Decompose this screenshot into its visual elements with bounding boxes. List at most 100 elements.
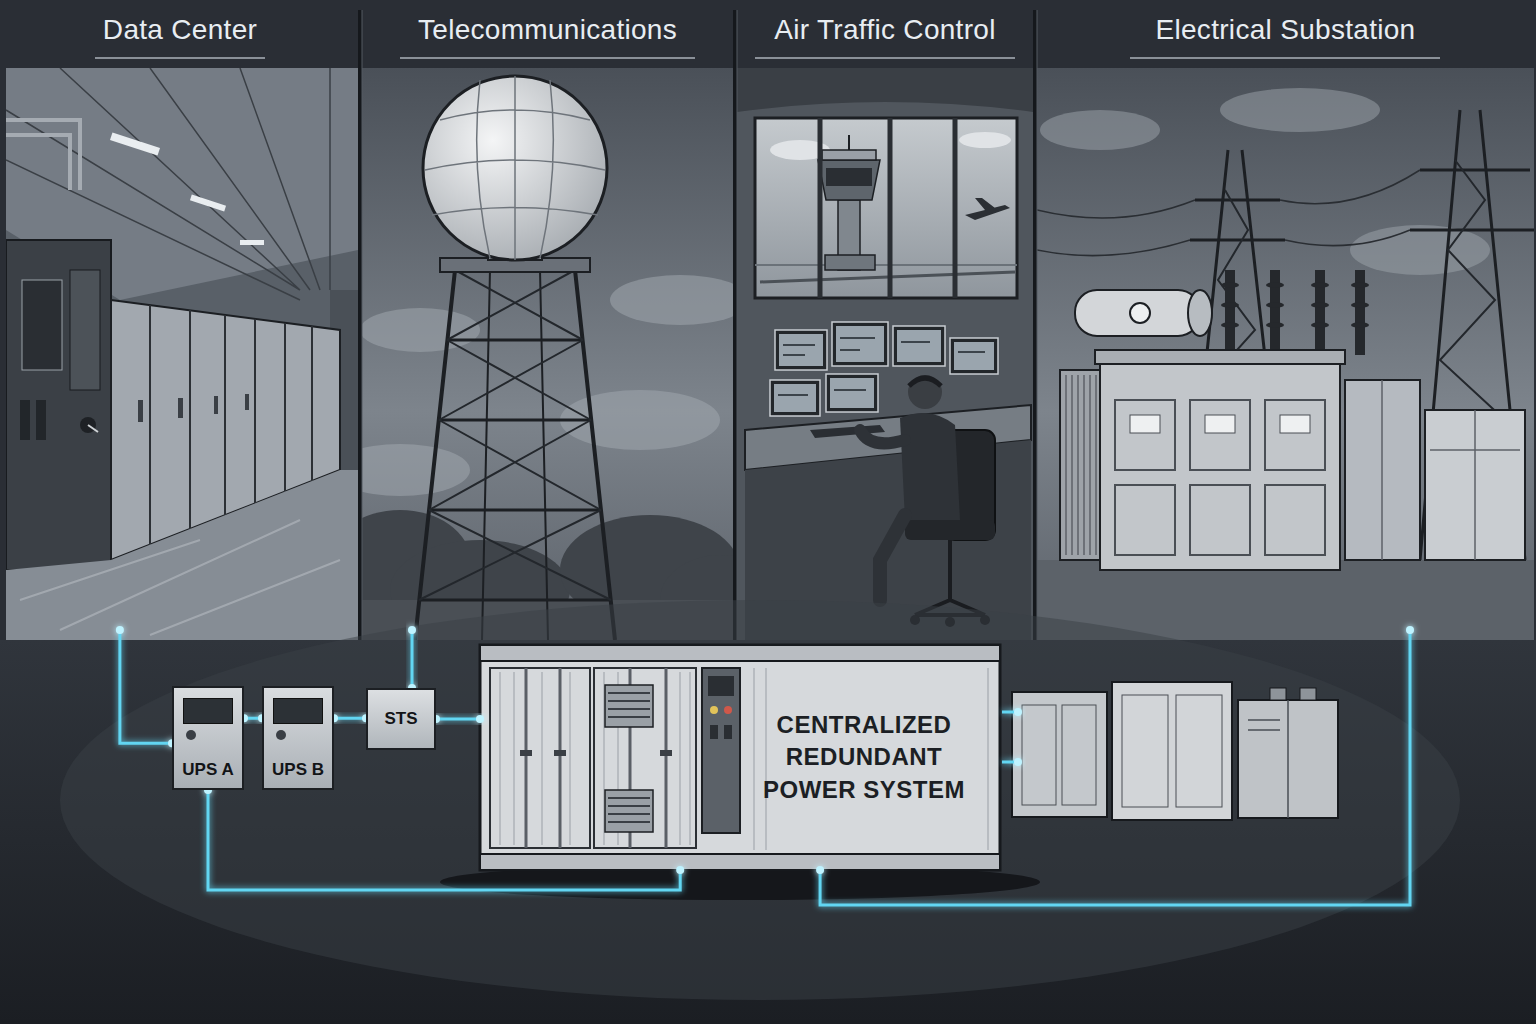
sketch-path <box>1066 375 1096 555</box>
panel-heading: Air Traffic Control <box>774 14 995 46</box>
sketch-rect <box>138 400 143 422</box>
wire-end-dot <box>816 866 824 874</box>
sketch-ellipse <box>1040 110 1160 150</box>
sketch-ellipse <box>1266 302 1284 308</box>
sketch-polygon <box>6 470 358 640</box>
sketch-rect <box>214 396 218 414</box>
sketch-path <box>425 76 605 260</box>
sketch-circle <box>908 375 942 409</box>
sketch-path <box>965 198 1010 220</box>
wire-end-dot <box>116 626 124 634</box>
sketch-rect <box>1190 485 1250 555</box>
sketch-rect <box>1037 68 1534 640</box>
sketch-rect <box>1190 400 1250 470</box>
sketch-g <box>1040 88 1490 275</box>
sketch-rect <box>708 676 734 696</box>
sketch-rect <box>954 342 994 370</box>
sketch-circle <box>1014 758 1022 766</box>
sketch-rect <box>1095 350 1345 364</box>
sketch-rect <box>836 326 884 362</box>
sketch-rect <box>826 168 872 186</box>
sketch-circle <box>1014 708 1022 716</box>
sketch-rect <box>110 132 160 155</box>
sketch-rect <box>178 398 183 418</box>
sketch-rect <box>605 685 653 727</box>
sketch-ellipse <box>362 308 480 352</box>
sketch-ellipse <box>1351 282 1369 288</box>
sketch-path <box>860 430 905 443</box>
sketch-ellipse <box>1351 322 1369 328</box>
sketch-rect <box>774 384 816 412</box>
sketch-path <box>20 520 340 635</box>
sketch-rect <box>755 118 1017 298</box>
sketch-ellipse <box>610 275 733 325</box>
sketch-ellipse <box>1311 282 1329 288</box>
sketch-g <box>770 322 998 416</box>
sketch-rect <box>660 750 672 756</box>
sketch-rect <box>710 725 718 739</box>
sketch-path <box>608 693 650 822</box>
sketch-rect <box>1122 695 1168 807</box>
ups-knob <box>276 730 286 740</box>
sketch-path <box>900 413 960 520</box>
sketch-ellipse <box>1351 302 1369 308</box>
sketch-rect <box>1115 485 1175 555</box>
sketch-rect <box>520 750 532 756</box>
sketch-rect <box>832 322 888 366</box>
ups-cabinet: UPS B <box>262 686 334 790</box>
sketch-polygon <box>818 160 880 200</box>
sketch-g <box>110 132 264 245</box>
sketch-rect <box>826 374 878 412</box>
sketch-ellipse <box>1221 302 1239 308</box>
sketch-rect <box>1265 485 1325 555</box>
transfer-switch: STS <box>366 688 436 750</box>
sketch-ellipse <box>1311 322 1329 328</box>
sketch-path <box>360 10 1035 640</box>
atc-scene <box>737 68 1033 640</box>
sketch-ellipse <box>1311 302 1329 308</box>
sketch-path <box>500 668 988 850</box>
sketch-rect <box>822 150 876 160</box>
sketch-ellipse <box>1350 225 1490 275</box>
scene-panel: Data Center <box>0 0 360 630</box>
sketch-rect <box>190 195 226 212</box>
sketch-rect <box>825 255 875 270</box>
sketch-rect <box>950 338 998 374</box>
ups-label: UPS A <box>182 760 233 780</box>
scene-panel: Air Traffic Control <box>735 0 1035 630</box>
sketch-path <box>778 338 985 395</box>
power-container: CENTRALIZED REDUNDANT POWER SYSTEM <box>480 645 1000 870</box>
power-link <box>204 786 684 890</box>
power-line <box>411 630 414 688</box>
switchgear-cabinets <box>1012 682 1338 820</box>
sketch-rect <box>737 68 1033 640</box>
sketch-rect <box>1176 695 1222 807</box>
ups-label: UPS B <box>272 760 324 780</box>
sketch-path <box>1248 700 1288 818</box>
sketch-path <box>526 668 666 848</box>
sketch-path <box>737 68 1033 112</box>
container-illustration <box>480 645 1000 870</box>
sketch-circle <box>724 706 732 714</box>
sketch-rect <box>594 668 696 848</box>
sketch-rect <box>70 270 100 390</box>
connector-group <box>116 626 1414 905</box>
wire-end-dot <box>676 866 684 874</box>
sketch-path <box>1382 380 1520 560</box>
sketch-path <box>1410 110 1534 560</box>
sketch-g <box>1130 415 1310 433</box>
power-link <box>408 626 416 692</box>
sketch-rect <box>480 854 1000 870</box>
sketch-path <box>6 120 80 190</box>
panel-frames <box>95 10 1440 640</box>
sketch-rect <box>240 240 264 245</box>
sketch-path <box>88 425 98 432</box>
sketch-rect <box>1100 360 1340 570</box>
scene-panel: Electrical Substation <box>1035 0 1536 630</box>
wire-end-dot <box>408 626 416 634</box>
sketch-ellipse <box>1220 88 1380 132</box>
ups-knob <box>186 730 196 740</box>
